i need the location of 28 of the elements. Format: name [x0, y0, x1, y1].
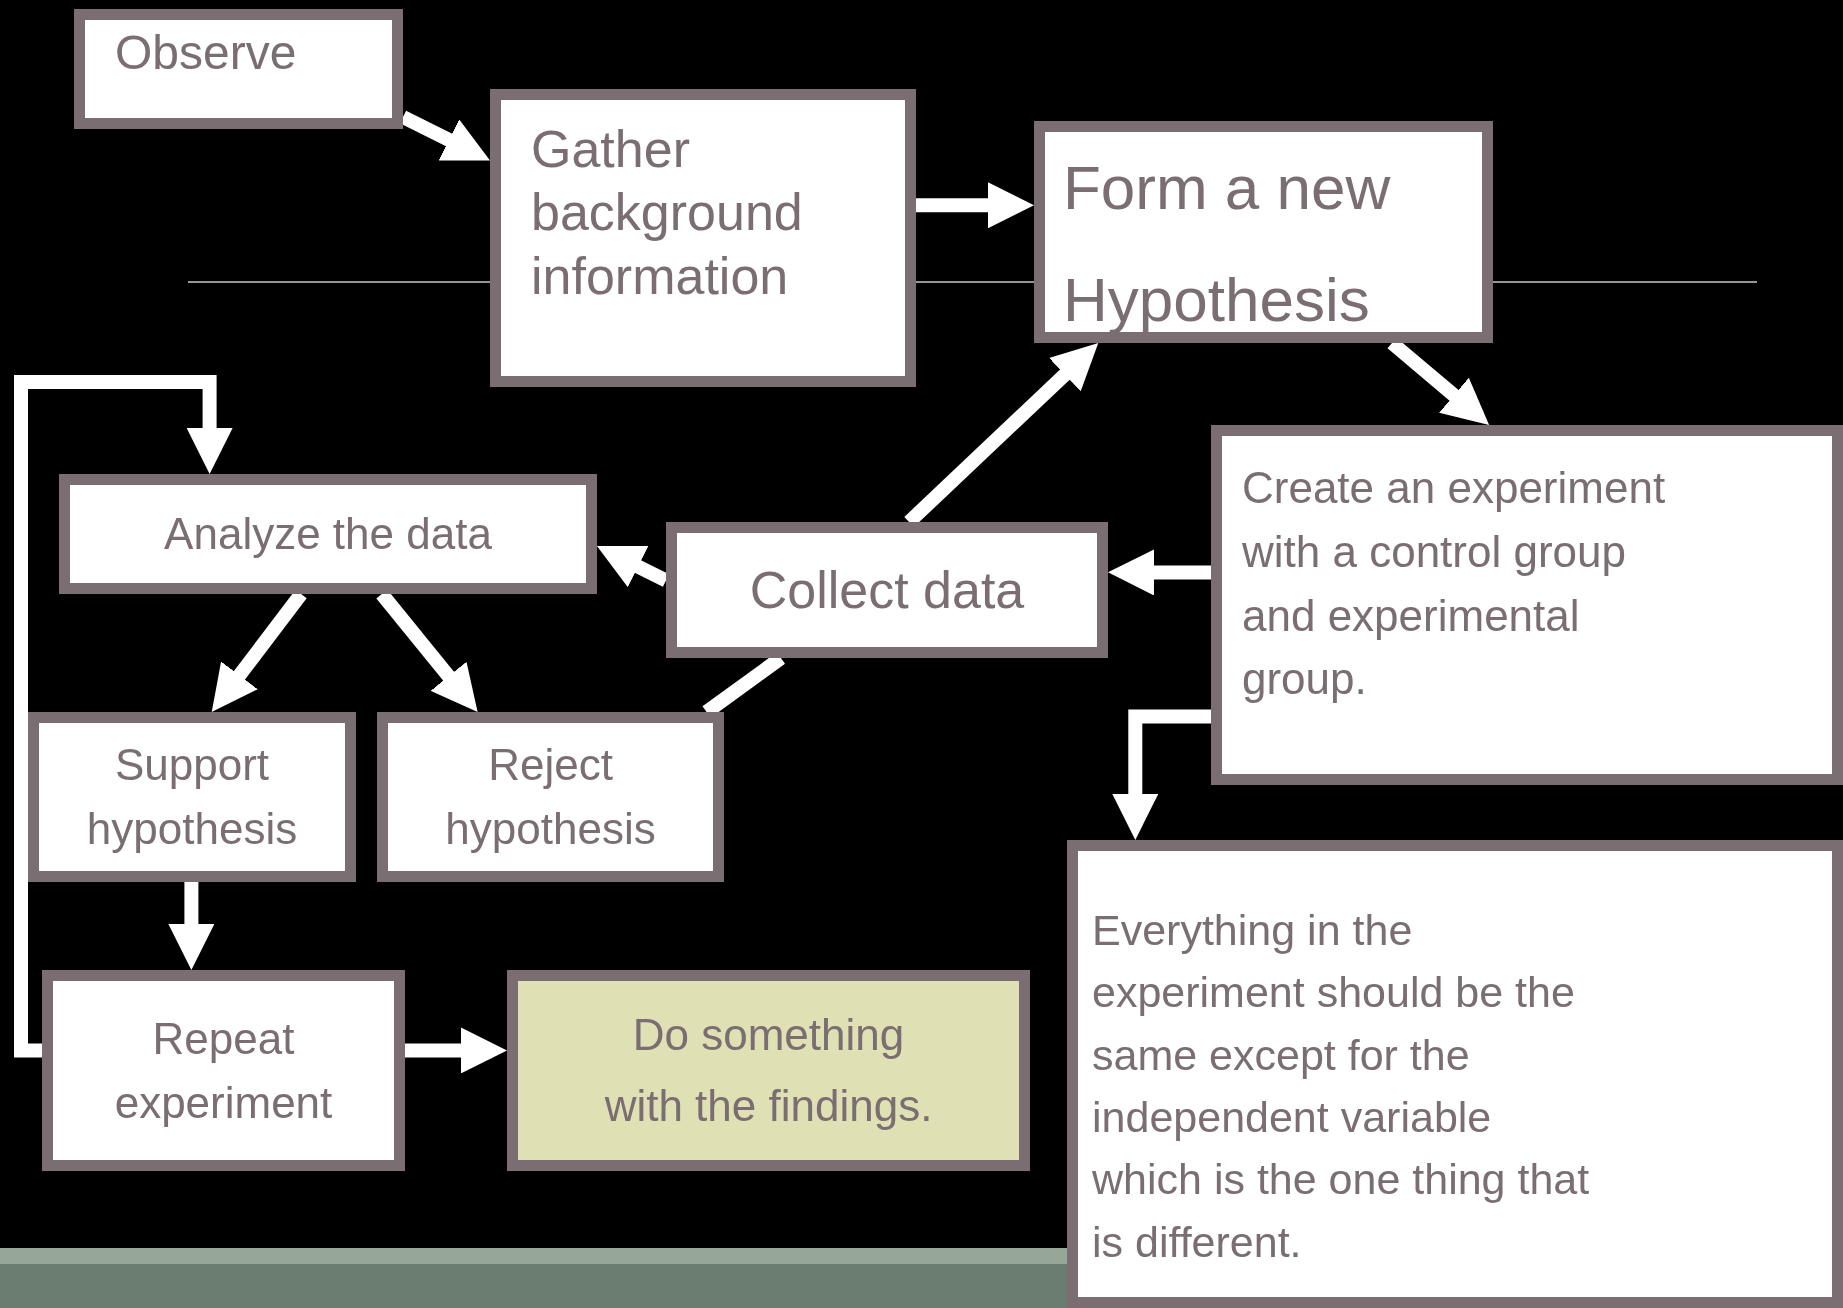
process-box: [59, 474, 597, 594]
process-box: [74, 9, 403, 129]
box-label: Create an experiment with a control group and experimental group.: [1242, 462, 1667, 706]
process-box: [42, 970, 405, 1171]
box-label: Gather background information: [531, 119, 804, 307]
box-label: Observe: [115, 25, 297, 81]
process-box: [666, 522, 1108, 658]
arrow: [1112, 709, 1211, 840]
box-label: Analyze the data: [164, 507, 492, 560]
box-label: Collect data: [749, 559, 1025, 621]
box-label: Form a new Hypothesis: [1063, 152, 1392, 336]
process-box: [377, 712, 724, 882]
box-label: Everything in the experiment should be the same except for the independent variable which is the one thing that is different.: [1092, 905, 1591, 1268]
process-box: [1211, 425, 1843, 785]
arrow: [916, 182, 1034, 229]
arrow: [1108, 549, 1212, 596]
arrow: [405, 1027, 507, 1074]
process-box: [1067, 840, 1843, 1308]
process-box: [507, 970, 1030, 1171]
arrow: [168, 882, 215, 970]
box-label: Reject hypothesis: [444, 739, 657, 855]
box-label: Repeat experiment: [113, 1012, 334, 1129]
box-label: Do something with the findings.: [603, 1009, 934, 1132]
process-box: [1034, 121, 1493, 343]
process-box: [490, 89, 916, 387]
arrow: [14, 375, 233, 1058]
box-label: Support hypothesis: [85, 739, 299, 855]
process-box: [28, 712, 356, 882]
